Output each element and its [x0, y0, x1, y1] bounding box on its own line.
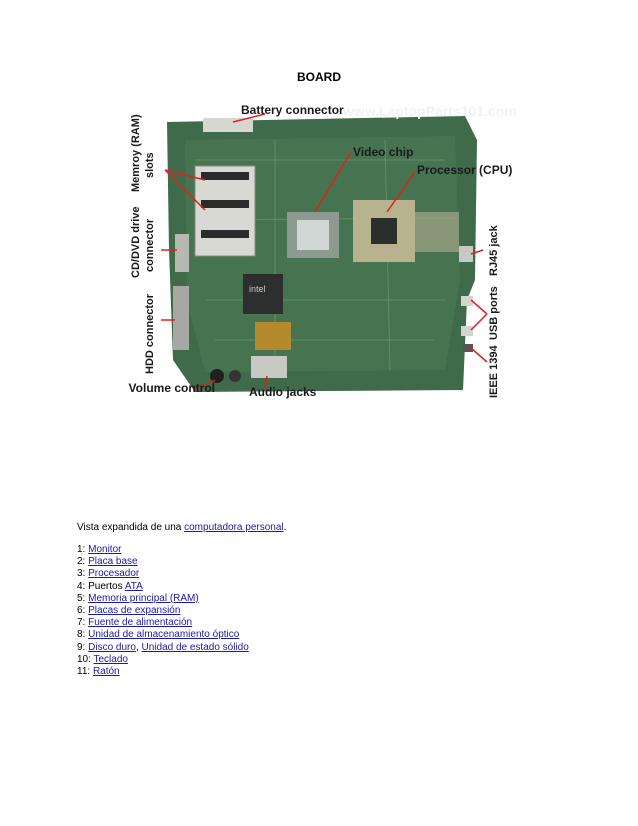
item-link[interactable]: Ratón: [92, 666, 120, 678]
label-usb-ports: USB ports: [488, 286, 500, 340]
label-volume-control: Volume control: [129, 381, 215, 395]
item-link[interactable]: Unidad de almacenamiento óptico: [88, 629, 240, 641]
label-video-chip: Video chip: [353, 145, 413, 159]
list-item: 3: Procesador: [77, 568, 249, 580]
list-item: 5: Memoria principal (RAM): [77, 593, 249, 605]
item-number: 4:: [77, 580, 89, 592]
item-link[interactable]: Fuente de alimentación: [88, 617, 193, 629]
list-item: 10: Teclado: [77, 654, 249, 666]
item-number: 11:: [77, 666, 93, 678]
list-item: 2: Placa base: [77, 556, 249, 568]
list-item: 7: Fuente de alimentación: [77, 617, 249, 629]
label-cddvd-connector: CD/DVD drive: [130, 206, 142, 278]
label-cddvd-connector-2: connector: [144, 218, 156, 272]
label-rj45-jack: RJ45 jack: [488, 224, 500, 276]
list-item: 9: Disco duro, Unidad de estado sólido: [77, 642, 249, 654]
label-battery-connector: Battery connector: [241, 103, 344, 117]
item-prefix: Puertos: [88, 580, 125, 592]
caption-suffix: .: [283, 522, 287, 533]
item-number: 10:: [77, 653, 94, 665]
label-audio-jacks: Audio jacks: [249, 385, 317, 399]
item-number: 9:: [77, 641, 89, 653]
item-link[interactable]: Placa base: [88, 556, 138, 568]
item-number: 7:: [77, 617, 89, 629]
item-number: 8:: [77, 629, 89, 641]
item-link[interactable]: Placas de expansión: [88, 605, 181, 617]
item-number: 3:: [77, 568, 89, 580]
item-number: 5:: [77, 592, 89, 604]
watermark-text: www.LaptopParts101.com: [342, 103, 517, 119]
item-link[interactable]: ATA: [124, 580, 143, 592]
label-memory-slots-2: slots: [144, 152, 156, 178]
item-number: 6:: [77, 605, 89, 617]
item-separator: ,: [135, 641, 142, 653]
photo-caption: Vista expandida de una computadora perso…: [77, 522, 286, 533]
label-hdd-connector: HDD connector: [144, 293, 156, 374]
list-item: 8: Unidad de almacenamiento óptico: [77, 629, 249, 641]
list-item: 6: Placas de expansión: [77, 605, 249, 617]
list-item: 11: Ratón: [77, 666, 249, 678]
label-ieee-1394: IEEE 1394: [488, 345, 500, 398]
item-number: 1:: [77, 544, 89, 555]
chip-marking: intel: [249, 284, 266, 294]
caption-prefix: Vista expandida de una: [77, 522, 185, 533]
item-link[interactable]: Monitor: [88, 544, 122, 555]
label-processor: Processor (CPU): [417, 163, 512, 177]
item-link[interactable]: Teclado: [93, 653, 128, 665]
item-link[interactable]: Disco duro: [88, 641, 136, 653]
caption-link[interactable]: computadora personal: [184, 522, 284, 533]
item-number: 2:: [77, 556, 89, 568]
item-link[interactable]: Procesador: [88, 568, 140, 580]
item-link[interactable]: Memoria principal (RAM): [88, 592, 199, 604]
motherboard-photo: intel www.LaptopParts101.com Battery con…: [125, 100, 519, 402]
label-memory-slots: Memroy (RAM): [130, 114, 142, 192]
list-item: 1: Monitor: [77, 544, 249, 556]
component-list: 1: Monitor 2: Placa base 3: Procesador 4…: [77, 544, 249, 678]
list-item: 4: Puertos ATA: [77, 581, 249, 593]
item-link-secondary[interactable]: Unidad de estado sólido: [141, 641, 249, 653]
page-title: BOARD: [297, 70, 341, 84]
